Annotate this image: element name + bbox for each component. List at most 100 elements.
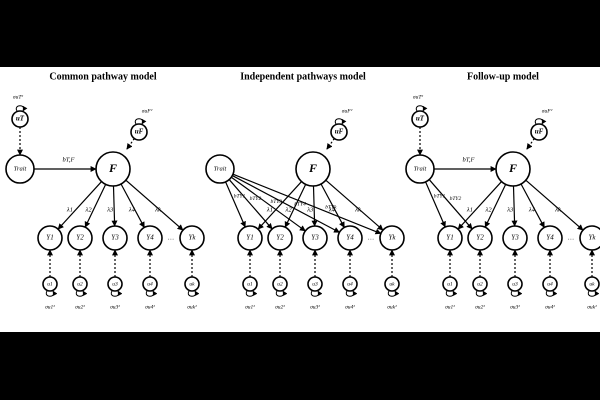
indicator-variance-label: σu3² xyxy=(310,304,320,310)
loading-label: λ4 xyxy=(528,206,536,213)
loading-label: λ4 xyxy=(128,206,136,213)
indicator-residual-label: u2 xyxy=(277,281,283,287)
loading-label: λk xyxy=(554,206,561,213)
trait-variance-label: σuT² xyxy=(413,94,424,100)
panel-title: Independent pathways model xyxy=(240,71,366,82)
loading-arrow xyxy=(120,183,145,228)
trait-residual-label: uT xyxy=(16,115,25,123)
indicator-label: Y3 xyxy=(311,234,319,242)
indicator-variance-loop xyxy=(275,290,288,297)
factor-node xyxy=(295,151,331,187)
indicator-label: Y2 xyxy=(76,234,84,242)
indicator-residual-label: u2 xyxy=(77,281,83,287)
loading-arrow xyxy=(111,185,118,227)
factor-residual-arrow xyxy=(526,138,535,150)
trait-indicator-path-label: bTY1 xyxy=(434,193,446,199)
trait-label: Trait xyxy=(14,165,27,172)
loading-label: λk xyxy=(354,206,361,213)
indicator-label: Y2 xyxy=(276,234,284,242)
indicator-variance-label: σu1² xyxy=(45,304,55,310)
factor-variance-loop xyxy=(534,118,547,125)
indicator-label: Y1 xyxy=(46,234,53,242)
indicator-variance-label: σu1² xyxy=(245,304,255,310)
loading-arrow xyxy=(511,185,518,227)
indicator-residual-label: u4 xyxy=(547,280,553,287)
factor-residual-arrow xyxy=(326,138,335,150)
trait-indicator-arrow xyxy=(232,173,382,235)
trait-indicator-path-label: bTY2 xyxy=(250,196,262,202)
indicator-ellipsis: … xyxy=(568,234,574,241)
indicator-label: Y3 xyxy=(111,234,119,242)
loading-arrow xyxy=(520,183,545,228)
indicator-variance-label: σu1² xyxy=(445,304,455,310)
trait-indicator-arrow xyxy=(225,181,246,228)
factor-residual-label: uF xyxy=(535,128,544,136)
panel-3: Follow-up modelTraituTσuT²FuFσuF²bT,FY1λ… xyxy=(405,71,600,310)
indicator-label: Y1 xyxy=(246,234,253,242)
trait-variance-loop xyxy=(15,105,28,112)
loading-label: λ1 xyxy=(66,206,73,213)
loading-arrow xyxy=(57,181,102,230)
indicator-variance-loop xyxy=(445,290,458,297)
indicator-variance-label: σu2² xyxy=(475,304,485,310)
factor-variance-label: σuF² xyxy=(542,108,553,114)
indicator-variance-loop xyxy=(587,290,600,297)
loading-arrow xyxy=(84,184,107,228)
indicator-label: Y4 xyxy=(146,234,154,242)
loading-label: λ1 xyxy=(266,206,273,213)
sem-diagram: Common pathway modelTraituTσuT²FuFσuF²bT… xyxy=(5,71,600,310)
loading-label: λk xyxy=(154,206,161,213)
indicator-variance-label: σu4² xyxy=(345,303,355,310)
indicator-residual-label: u2 xyxy=(477,281,483,287)
indicator-label: Y4 xyxy=(346,234,354,242)
loading-label: λ3 xyxy=(106,206,114,213)
factor-residual-arrow xyxy=(126,138,135,150)
factor-residual-node xyxy=(130,123,148,141)
indicator-variance-loop xyxy=(75,290,88,297)
indicator-ellipsis: … xyxy=(368,234,374,241)
indicator-residual-label: u1 xyxy=(247,281,253,287)
loading-label: λ2 xyxy=(85,206,93,213)
loading-arrow xyxy=(320,183,345,228)
trait-indicator-path-label: bTY1 xyxy=(234,193,246,199)
loading-arrow xyxy=(125,179,184,231)
indicator-label: Y3 xyxy=(511,234,519,242)
indicator-variance-loop xyxy=(475,290,488,297)
loading-arrow xyxy=(484,184,507,228)
trait-residual-label: uT xyxy=(416,115,425,123)
indicator-variance-loop xyxy=(345,290,358,297)
indicator-residual-label: u3 xyxy=(512,281,518,287)
trait-variance-label: σuT² xyxy=(13,94,24,100)
indicator-variance-loop xyxy=(310,290,323,297)
indicator-variance-loop xyxy=(510,290,523,297)
indicator-variance-loop xyxy=(387,290,400,297)
trait-factor-path-label: bT,F xyxy=(463,156,476,163)
trait-indicator-path-label: bTY3 xyxy=(271,199,283,205)
indicator-label: Yk xyxy=(389,234,397,242)
factor-variance-label: σuF² xyxy=(142,108,153,114)
trait-label: Trait xyxy=(414,165,427,172)
indicator-variance-label: σu3² xyxy=(110,304,120,310)
panel-1: Common pathway modelTraituTσuT²FuFσuF²bT… xyxy=(5,71,205,310)
indicator-variance-loop xyxy=(45,290,58,297)
loading-label: λ3 xyxy=(506,206,514,213)
indicator-variance-label: σu4² xyxy=(545,303,555,310)
indicator-variance-label: σu3² xyxy=(510,304,520,310)
loading-label: λ4 xyxy=(328,206,336,213)
indicator-variance-label: σuk² xyxy=(587,304,597,310)
indicator-variance-loop xyxy=(145,290,158,297)
factor-residual-label: uF xyxy=(135,128,144,136)
loading-arrow xyxy=(325,179,384,231)
trait-label: Trait xyxy=(214,165,227,172)
trait-indicator-path-label: bTYk xyxy=(325,204,337,210)
indicator-residual-label: uk xyxy=(589,281,595,287)
trait-indicator-path-label: bTY4 xyxy=(294,201,306,208)
trait-indicator-arrow xyxy=(228,179,273,230)
indicator-residual-label: u1 xyxy=(47,281,53,287)
indicator-variance-label: σu2² xyxy=(275,304,285,310)
indicator-variance-loop xyxy=(545,290,558,297)
factor-variance-loop xyxy=(134,118,147,125)
